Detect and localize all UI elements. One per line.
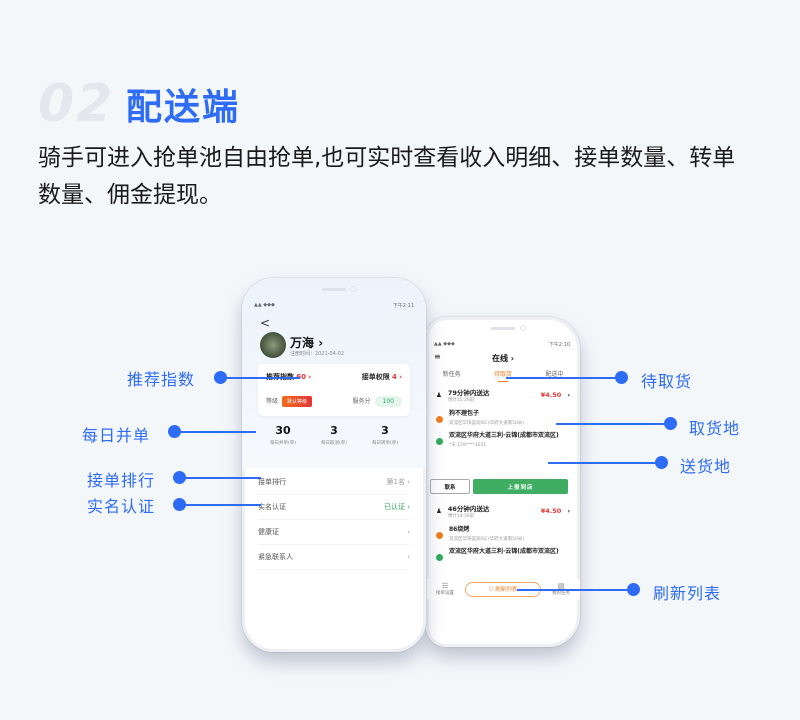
back-button[interactable]: < [260,316,271,330]
dropoff-location: 双流区华府大道三利·云锦(成都市双流区)*天 159****3031 [430,429,576,451]
dropoff-dot-icon [436,438,443,445]
bell-icon: ♟ [436,391,442,399]
tab-delivering[interactable]: 配送中 [545,371,564,378]
callout-refresh-list: 刷新列表 [653,584,722,603]
status-time: 下午2:10 [548,342,570,348]
settings-icon: ☷ [441,582,449,590]
order-permission[interactable]: 接单权限 4 › [361,373,402,381]
pickup-dot-icon [436,532,443,539]
callout-pending-pickup: 待取货 [641,372,693,391]
online-status[interactable]: 在线 › [491,354,515,363]
phone-camera [350,286,356,292]
callout-ranking: 接单排行 [87,471,156,490]
callout-line [506,377,626,379]
pickup-location: 狗不理包子双流区华阳蓝润ISC(华府大道南50米) [430,407,576,429]
register-date: 注册时间：2021-04-02 [290,351,345,357]
menu-item-verification[interactable]: 实名认证已认证 › [258,495,410,520]
profile-menu: 接单排行第1名 › 实名认证已认证 › 健康证› 紧急联系人› [258,470,410,570]
callout-dot [615,371,628,384]
callout-daily-merge: 每日并单 [82,426,151,445]
page-title: 配送端 [126,87,241,128]
menu-item-emergency-contact[interactable]: 紧急联系人› [258,545,410,570]
callout-line [517,589,633,591]
phone-speaker [322,288,346,291]
avatar [260,332,286,358]
signal-icon: ▲▲ ◆◆◆ [434,341,455,347]
callout-dropoff-location: 送货地 [680,457,732,476]
level-badge: 默认等级 [282,396,313,407]
tab-pending-pickup[interactable]: 待取货 [493,371,512,382]
chevron-right-icon: › [318,336,324,350]
my-tasks-button[interactable]: ▤我的任务 [552,582,570,596]
chevron-right-icon: › [567,391,570,399]
page-description: 骑手可进入抢单池自由抢单,也可实时查看收入明细、接单数量、转单数量、佣金提现。 [38,145,736,208]
callout-pickup-location: 取货地 [689,419,741,438]
menu-item-health-cert[interactable]: 健康证› [258,520,410,545]
contact-button[interactable]: 联系 [430,479,470,494]
order-price: ¥4.50 [540,507,562,515]
order-card[interactable]: ♟ 46分钟内送达预计14:56前 ¥4.50 › 86烧烤双流区华阳蓝润ISC… [430,499,576,579]
callout-dot [627,583,640,596]
callout-dot [664,417,677,430]
callout-line [556,423,672,425]
callout-dot [655,456,668,469]
phone-speaker [491,327,515,330]
callout-line [220,377,300,379]
bell-icon: ♟ [436,507,442,515]
chevron-right-icon: › [407,503,410,511]
order-price: ¥4.50 [540,391,562,399]
chevron-right-icon: › [407,478,410,486]
callout-line [174,431,256,433]
signal-icon: ▲▲ ◆◆◆ [254,302,275,308]
order-card[interactable]: ♟ 79分钟内送达预计15:29前 ¥4.50 › 狗不理包子双流区华阳蓝润IS… [430,383,576,501]
bottom-bar: ☷接单设置 ○ 刷新列表 ▤我的任务 [426,579,580,599]
pickup-dot-icon [436,416,443,423]
callout-verification: 实名认证 [87,497,156,516]
chevron-right-icon: › [407,528,410,536]
section-number: 02 [38,74,115,134]
refresh-icon: ○ [488,586,496,592]
callout-line [179,477,261,479]
tab-new-task[interactable]: 新任务 [442,371,461,378]
order-settings-button[interactable]: ☷接单设置 [436,582,454,596]
phone-orders: ▲▲ ◆◆◆ 下午2:10 ≡ 在线 › 新任务 待取货 配送中 ♟ 79分钟内… [426,317,580,647]
dropoff-dot-icon [436,554,443,561]
callout-line [179,504,261,506]
chevron-right-icon: › [399,373,402,381]
phone-profile: ▲▲ ◆◆◆ 下午2:11 < 万海 › 注册时间：2021-04-02 推荐指… [242,278,426,652]
dropoff-location: 双流区华府大道三利·云锦(成都市双流区) [430,545,576,564]
status-time: 下午2:11 [392,303,414,309]
status-bar: ▲▲ ◆◆◆ 下午2:11 [254,302,414,309]
callout-recommend-index: 推荐指数 [127,370,196,389]
order-tabs: 新任务 待取货 配送中 [426,369,580,382]
status-bar: ▲▲ ◆◆◆ 下午2:10 [434,341,570,348]
clipboard-icon: ▤ [557,582,565,590]
callout-line [548,462,664,464]
pickup-location: 86烧烤双流区华阳蓝润ISC(华府大道南50米) [430,523,576,545]
report-arrival-button[interactable]: 上报到店 [473,479,568,494]
service-score: 100 [374,396,402,407]
chevron-right-icon: › [407,553,410,561]
menu-item-ranking[interactable]: 接单排行第1名 › [258,470,410,495]
phone-camera [520,325,526,331]
menu-icon[interactable]: ≡ [434,352,441,361]
chevron-right-icon: › [510,354,515,363]
chevron-right-icon: › [308,373,312,381]
chevron-right-icon: › [567,507,570,515]
user-name-link[interactable]: 万海 › [290,336,324,350]
